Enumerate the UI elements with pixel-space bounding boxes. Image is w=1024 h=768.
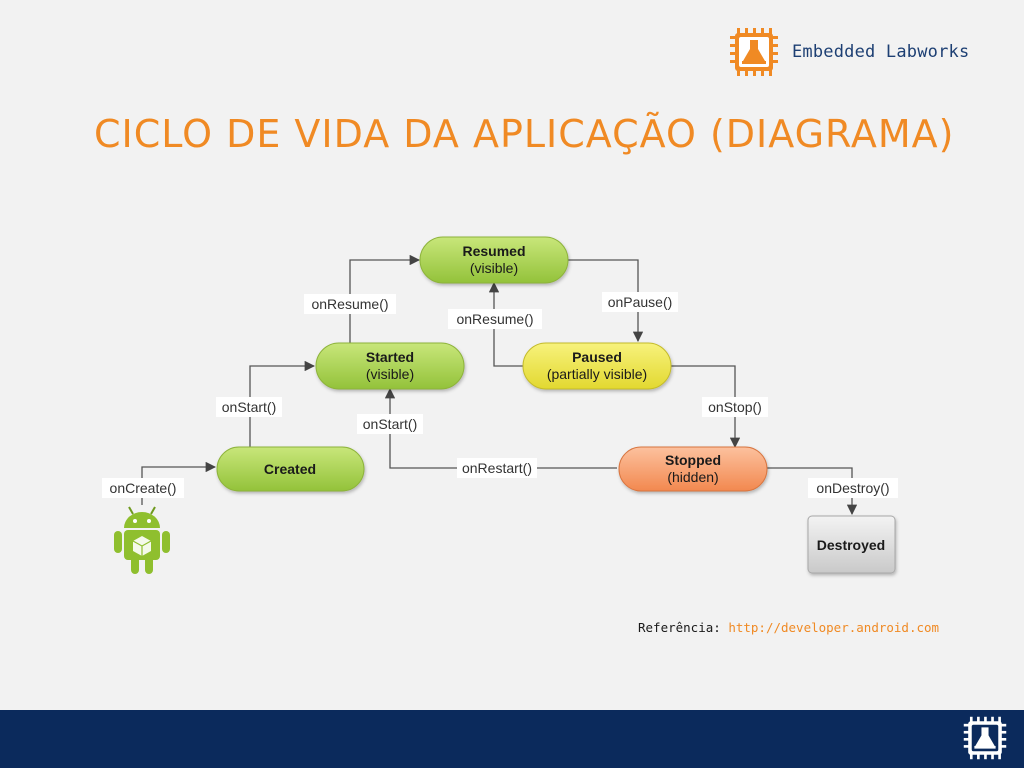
- state-resumed-title: Resumed: [462, 243, 525, 259]
- label-on-create: onCreate(): [110, 480, 177, 496]
- state-paused: Paused (partially visible): [522, 342, 672, 390]
- state-resumed-subtitle: (visible): [470, 260, 518, 276]
- label-on-start-restart: onStart(): [363, 416, 417, 432]
- edge-on-restart: [384, 387, 617, 469]
- state-started: Started (visible): [315, 342, 465, 390]
- flask-chip-icon: [730, 28, 778, 76]
- edge-on-resume-started: [349, 254, 421, 345]
- edge-on-start-created: [249, 360, 316, 447]
- edge-on-destroy: [767, 467, 858, 516]
- label-on-pause: onPause(): [608, 294, 673, 310]
- state-resumed: Resumed (visible): [419, 236, 569, 284]
- reference-link[interactable]: http://developer.android.com: [728, 620, 940, 635]
- label-on-resume-started: onResume(): [311, 296, 388, 312]
- edge-on-stop: [670, 365, 741, 449]
- footer-bar: [0, 710, 1024, 768]
- label-on-restart: onRestart(): [462, 460, 532, 476]
- label-on-stop: onStop(): [708, 399, 762, 415]
- state-paused-subtitle: (partially visible): [547, 366, 647, 382]
- label-on-destroy: onDestroy(): [816, 480, 889, 496]
- state-created-title: Created: [264, 461, 316, 477]
- edge-on-pause: [568, 259, 644, 343]
- label-on-start-created: onStart(): [222, 399, 276, 415]
- state-destroyed: Destroyed: [807, 515, 896, 574]
- flask-chip-icon: [963, 716, 1007, 760]
- state-created: Created: [216, 446, 365, 492]
- state-stopped-title: Stopped: [665, 452, 721, 468]
- state-started-title: Started: [366, 349, 414, 365]
- brand-name: Embedded Labworks: [792, 42, 970, 62]
- page-title: CICLO DE VIDA DA APLICAÇÃO (DIAGRAMA): [94, 112, 955, 156]
- label-on-resume-paused: onResume(): [456, 311, 533, 327]
- reference-label: Referência:: [638, 620, 721, 635]
- state-stopped: Stopped (hidden): [618, 446, 768, 492]
- state-started-subtitle: (visible): [366, 366, 414, 382]
- state-destroyed-title: Destroyed: [817, 537, 885, 553]
- state-paused-title: Paused: [572, 349, 622, 365]
- reference: Referência: http://developer.android.com: [638, 620, 939, 635]
- android-robot-icon: [114, 506, 170, 574]
- lifecycle-diagram: onResume() onResume() onPause() onStart(…: [102, 236, 898, 574]
- state-stopped-subtitle: (hidden): [667, 469, 718, 485]
